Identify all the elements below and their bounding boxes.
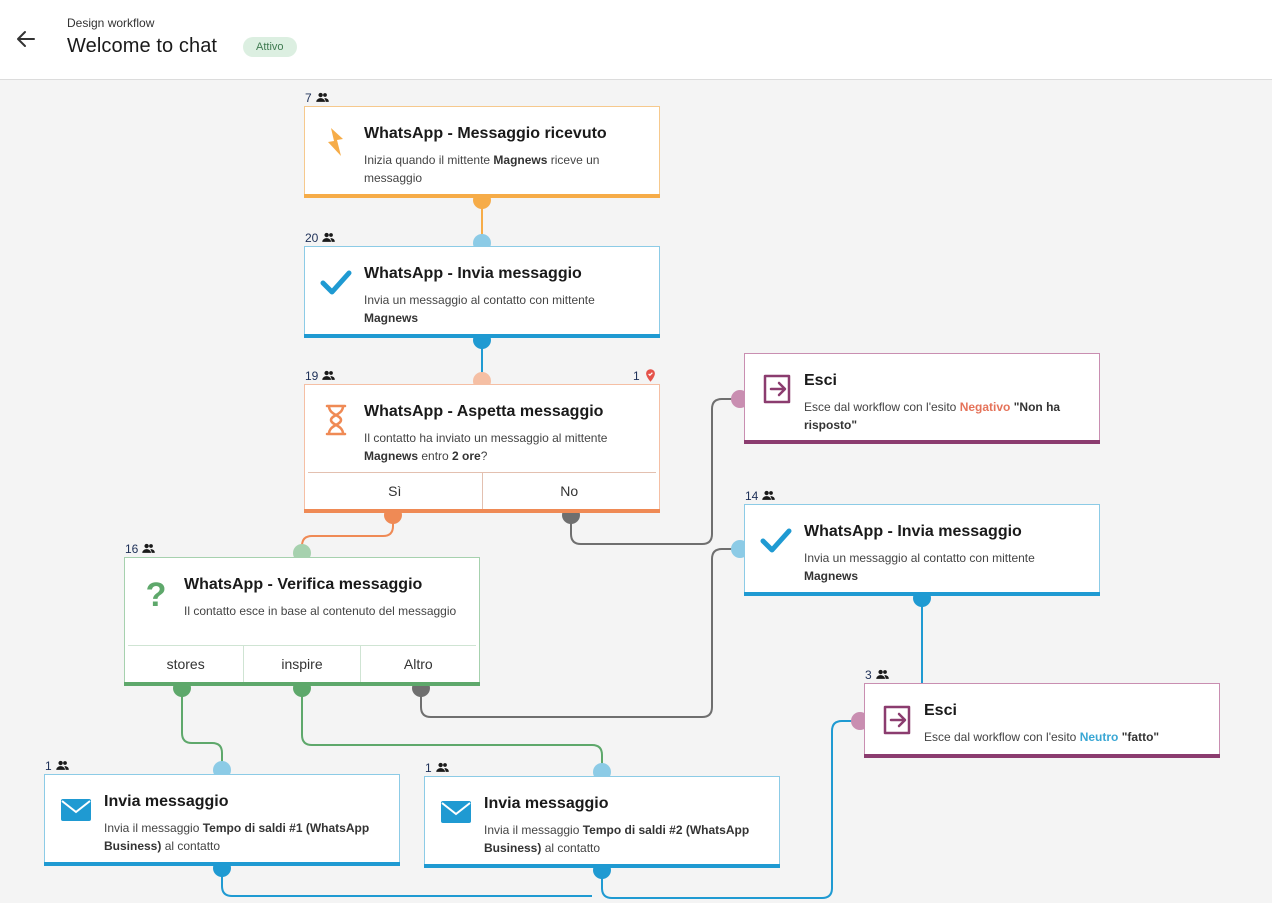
node-status-bar (744, 592, 1100, 596)
node-description: Inizia quando il mittente Magnews riceve… (364, 153, 600, 185)
branch-inspire[interactable]: inspire (244, 646, 361, 682)
node-exit-neutral[interactable]: Esci Esce dal workflow con l'esito Neutr… (864, 683, 1220, 758)
node-send-message-1[interactable]: Invia messaggio Invia il messaggio Tempo… (44, 774, 400, 866)
node-whatsapp-send-message-2[interactable]: WhatsApp - Invia messaggio Invia un mess… (744, 504, 1100, 596)
node-description: Invia un messaggio al contatto con mitte… (804, 551, 1035, 583)
envelope-icon (61, 799, 91, 821)
branch-yes[interactable]: Sì (308, 473, 483, 509)
send1-count: 20 (305, 230, 336, 245)
node-exit-negative[interactable]: Esci Esce dal workflow con l'esito Negat… (744, 353, 1100, 444)
node-title: WhatsApp - Invia messaggio (364, 265, 582, 282)
msg2-count: 1 (425, 760, 450, 775)
people-icon (322, 370, 336, 380)
people-icon (322, 232, 336, 242)
node-description: Invia un messaggio al contatto con mitte… (364, 293, 595, 325)
connector-verify-stores-msg1 (181, 688, 223, 770)
connector-wait-yes-verify (301, 515, 394, 553)
node-send-message-2[interactable]: Invia messaggio Invia il messaggio Tempo… (424, 776, 780, 868)
node-status-bar (304, 194, 660, 198)
alert-pin-icon (645, 369, 655, 382)
wait-count: 19 (305, 368, 336, 383)
page-title: Welcome to chat (67, 35, 218, 57)
node-description: Esce dal workflow con l'esito Neutro "fa… (924, 730, 1160, 744)
connector-verify-inspire-msg2 (301, 688, 603, 772)
node-whatsapp-send-message-1[interactable]: WhatsApp - Invia messaggio Invia un mess… (304, 246, 660, 338)
question-icon: ? (146, 576, 167, 610)
status-badge: Attivo (243, 37, 297, 57)
node-description: Esce dal workflow con l'esito Negativo "… (804, 400, 1061, 432)
node-description: Invia il messaggio Tempo di saldi #2 (Wh… (484, 823, 750, 855)
node-status-bar (304, 509, 660, 513)
node-title: WhatsApp - Aspetta messaggio (364, 403, 604, 420)
connector-wait-no-exit1 (570, 398, 740, 545)
people-icon (55, 760, 69, 770)
node-status-bar (304, 334, 660, 338)
branch-other[interactable]: Altro (403, 656, 433, 672)
trigger-count: 7 (305, 90, 330, 105)
node-status-bar (44, 862, 400, 866)
node-title: Esci (924, 702, 957, 719)
node-title: WhatsApp - Invia messaggio (804, 523, 1022, 540)
checkmark-icon (760, 528, 792, 553)
node-whatsapp-wait-message[interactable]: WhatsApp - Aspetta messaggio Il contatto… (304, 384, 660, 513)
people-icon (762, 490, 776, 500)
node-status-bar (424, 864, 780, 868)
node-status-bar (124, 682, 480, 686)
back-arrow-icon[interactable] (14, 27, 38, 51)
lightning-icon (328, 128, 343, 156)
node-title: WhatsApp - Verifica messaggio (184, 576, 423, 593)
connector-msg1-exit2 (221, 868, 592, 897)
node-description: Il contatto esce in base al contenuto de… (184, 604, 457, 618)
branch-stores[interactable]: stores (128, 646, 245, 682)
exit2-count: 3 (865, 667, 890, 682)
node-status-bar (744, 440, 1100, 444)
people-icon (142, 543, 156, 553)
people-icon (315, 92, 329, 102)
exit-icon (763, 374, 791, 404)
svg-text:?: ? (146, 576, 167, 610)
workflow-header: Design workflow Welcome to chat Attivo (0, 0, 1272, 80)
verify-count: 16 (125, 541, 156, 556)
node-whatsapp-message-received[interactable]: WhatsApp - Messaggio ricevuto Inizia qua… (304, 106, 660, 198)
breadcrumb: Design workflow (67, 16, 155, 30)
node-branches: Sì No (308, 472, 656, 509)
msg1-count: 1 (45, 758, 70, 773)
node-branches: stores inspire Altro (128, 645, 476, 682)
node-title: Esci (804, 372, 837, 389)
node-description: Invia il messaggio Tempo di saldi #1 (Wh… (104, 821, 370, 853)
node-title: Invia messaggio (484, 795, 609, 812)
people-icon (875, 669, 889, 679)
node-title: Invia messaggio (104, 793, 229, 810)
hourglass-icon (325, 404, 347, 436)
checkmark-icon (320, 270, 352, 295)
branch-no[interactable]: No (560, 483, 579, 499)
wait-alert-count: 1 (633, 368, 658, 383)
node-whatsapp-verify-message[interactable]: ? WhatsApp - Verifica messaggio Il conta… (124, 557, 480, 686)
people-icon (435, 762, 449, 772)
node-status-bar (864, 754, 1220, 758)
connector-verify-other-send2 (420, 548, 740, 718)
node-description: Il contatto ha inviato un messaggio al m… (364, 431, 608, 463)
exit-icon (883, 705, 911, 735)
envelope-icon (441, 801, 471, 823)
node-title: WhatsApp - Messaggio ricevuto (364, 125, 607, 142)
send2-count: 14 (745, 488, 776, 503)
connector-msg2-exit2 (601, 720, 860, 899)
